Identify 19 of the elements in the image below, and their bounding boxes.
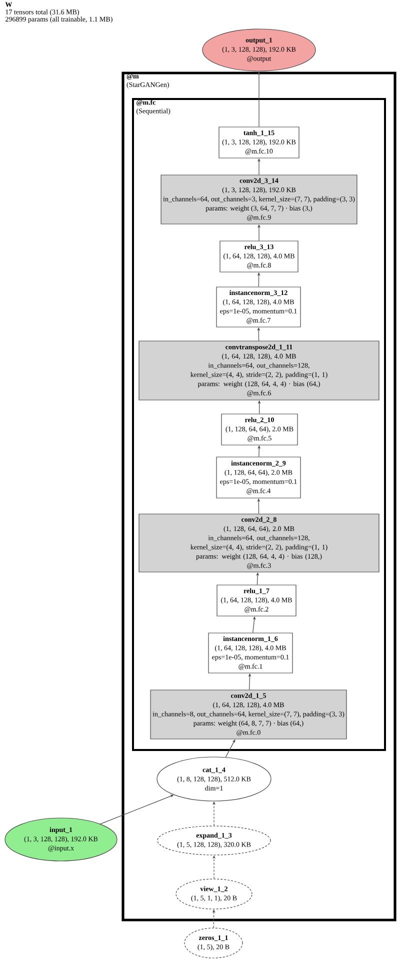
layer-box	[208, 632, 293, 674]
layer-box	[216, 584, 296, 616]
tensor-ellipse	[156, 756, 272, 802]
layer-box	[216, 456, 301, 498]
layer-box	[138, 514, 380, 572]
layer-box	[221, 414, 298, 446]
tensor-ellipse	[202, 28, 316, 72]
tensor-ellipse	[184, 928, 243, 958]
layer-box	[216, 286, 301, 328]
tensor-ellipse	[4, 818, 118, 862]
tensor-ellipse	[176, 878, 252, 910]
module-frame	[132, 98, 386, 751]
layer-box	[150, 690, 347, 740]
layer-box	[220, 240, 298, 272]
layer-box	[138, 340, 380, 400]
layer-box	[160, 174, 358, 224]
tensor-ellipse	[157, 826, 271, 856]
module-frame	[122, 72, 396, 922]
layer-box	[218, 126, 300, 158]
